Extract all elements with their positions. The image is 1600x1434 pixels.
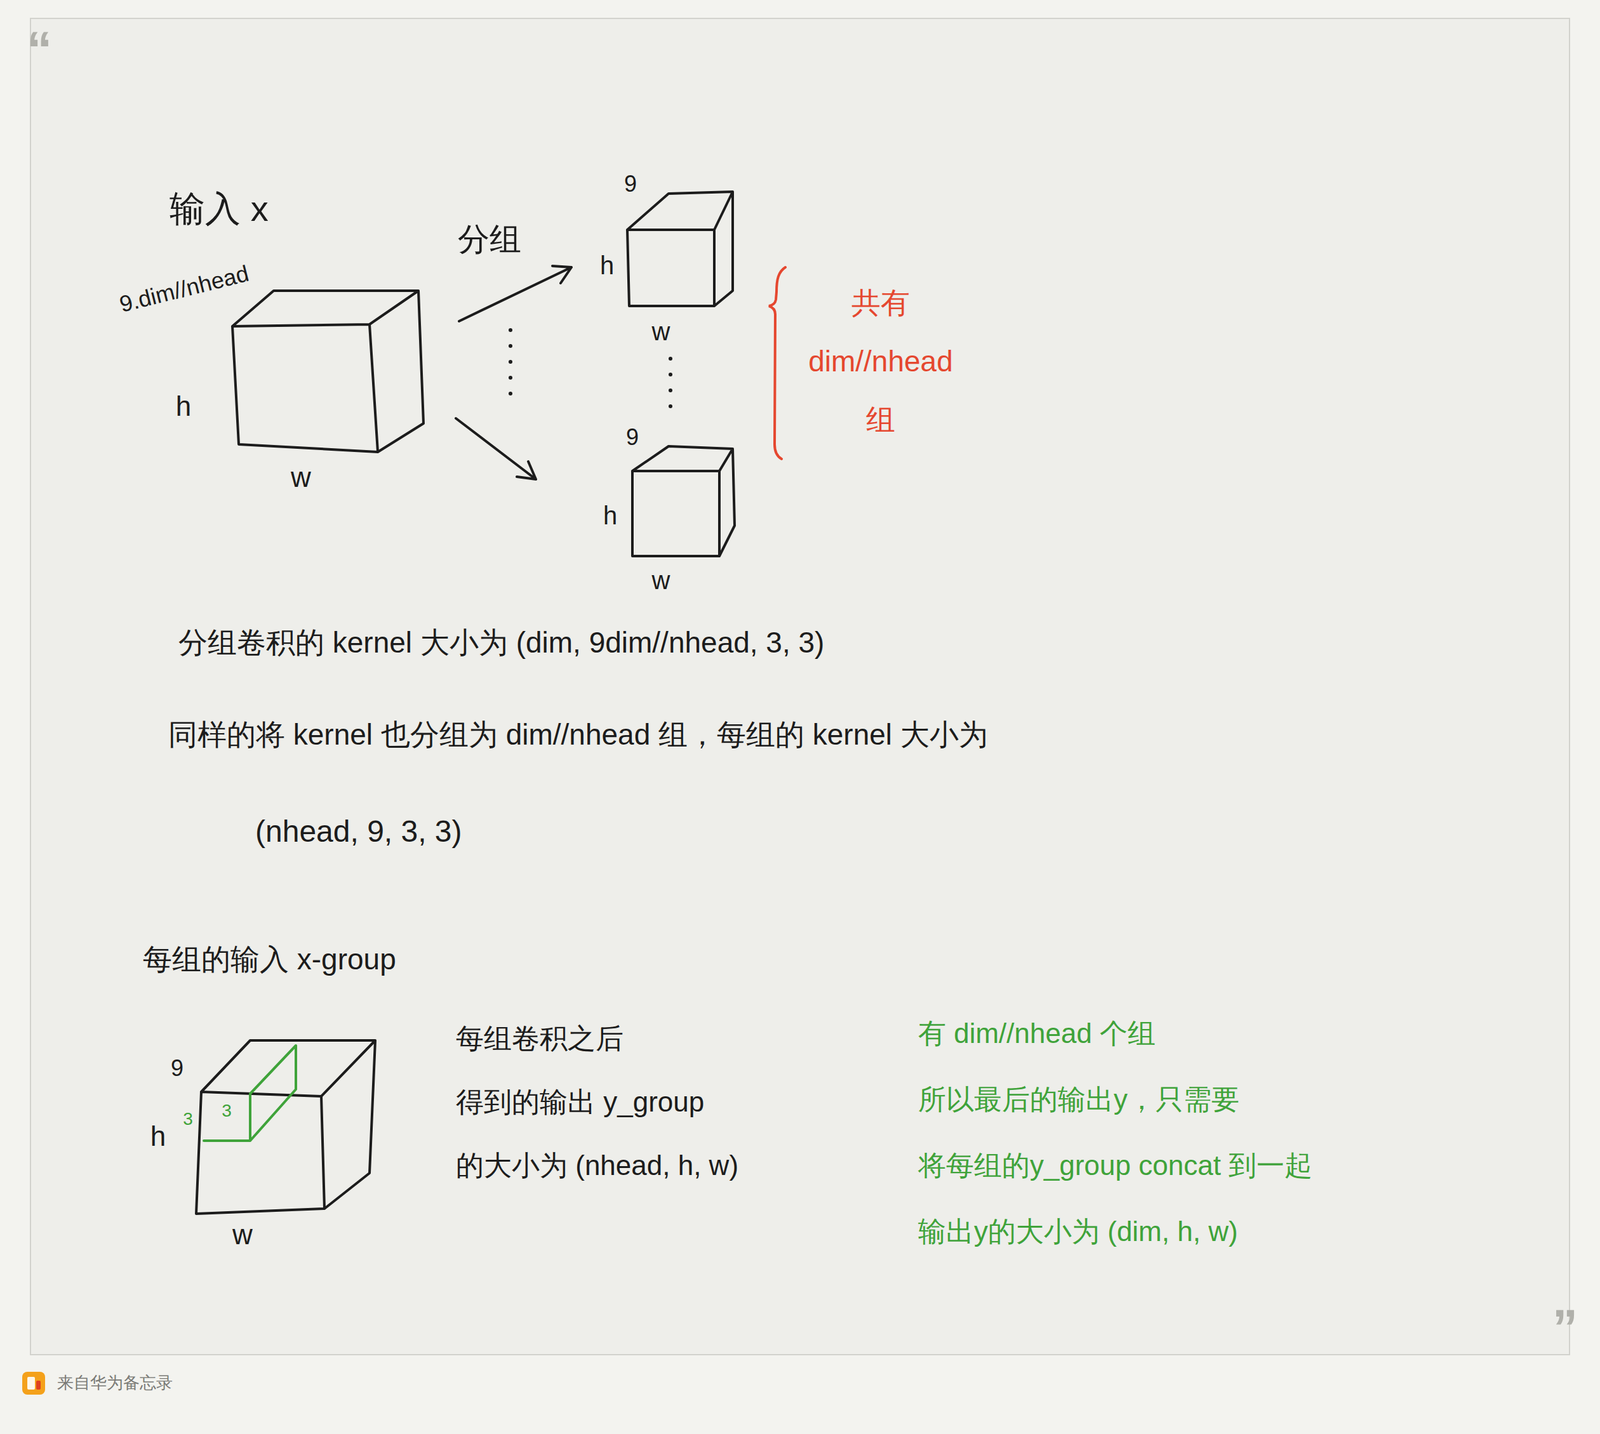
quote-mark: ” [1552, 1299, 1578, 1358]
note-text: 每组的输入 x-group [142, 942, 397, 977]
dimension-label: w [290, 461, 312, 494]
dimension-label: h [603, 500, 618, 531]
note-text: (nhead, 9, 3, 3) [255, 813, 463, 849]
dimension-label: h [150, 1120, 166, 1154]
x-group-cube [196, 1040, 376, 1214]
dimension-label: h [175, 390, 192, 423]
note-text: 每组卷积之后 得到的输出 y_group 的大小为 (nhead, h, w) [455, 1006, 755, 1198]
group-cube [627, 191, 733, 307]
note-text: 同样的将 kernel 也分组为 dim//nhead 组，每组的 kernel… [168, 718, 988, 752]
dimension-label: 9 [624, 170, 637, 197]
app-icon [22, 1372, 46, 1395]
split-arrow [455, 418, 536, 480]
paper-frame [30, 18, 1570, 1355]
arrow-label: 分组 [457, 221, 522, 259]
source-footer: 来自华为备忘录 [57, 1373, 173, 1394]
dimension-label: w [232, 1219, 253, 1252]
split-arrow [459, 266, 572, 322]
conclusion-note: 有 dim//nhead 个组 所以最后的输出y，只需要 将每组的y_group… [918, 1000, 1376, 1265]
input-cube [232, 290, 424, 453]
group-brace [768, 267, 786, 460]
ellipsis-dots [508, 328, 673, 409]
note-text: 分组卷积的 kernel 大小为 (dim, 9dim//nhead, 3, 3… [178, 626, 825, 660]
dimension-label: w [652, 565, 671, 595]
dimension-label: 9 [626, 424, 639, 451]
kernel-size-label: 3 [221, 1100, 232, 1122]
group-count-note: 共有 dim//nhead 组 [801, 273, 960, 449]
dimension-label: 9 [170, 1055, 184, 1082]
kernel-slice [203, 1045, 296, 1141]
quote-mark: “ [26, 20, 53, 79]
group-cube [632, 446, 735, 557]
kernel-size-label: 3 [182, 1109, 194, 1130]
dimension-label: w [652, 316, 671, 347]
input-title: 输入 x [169, 188, 269, 230]
dimension-label: h [600, 250, 614, 280]
